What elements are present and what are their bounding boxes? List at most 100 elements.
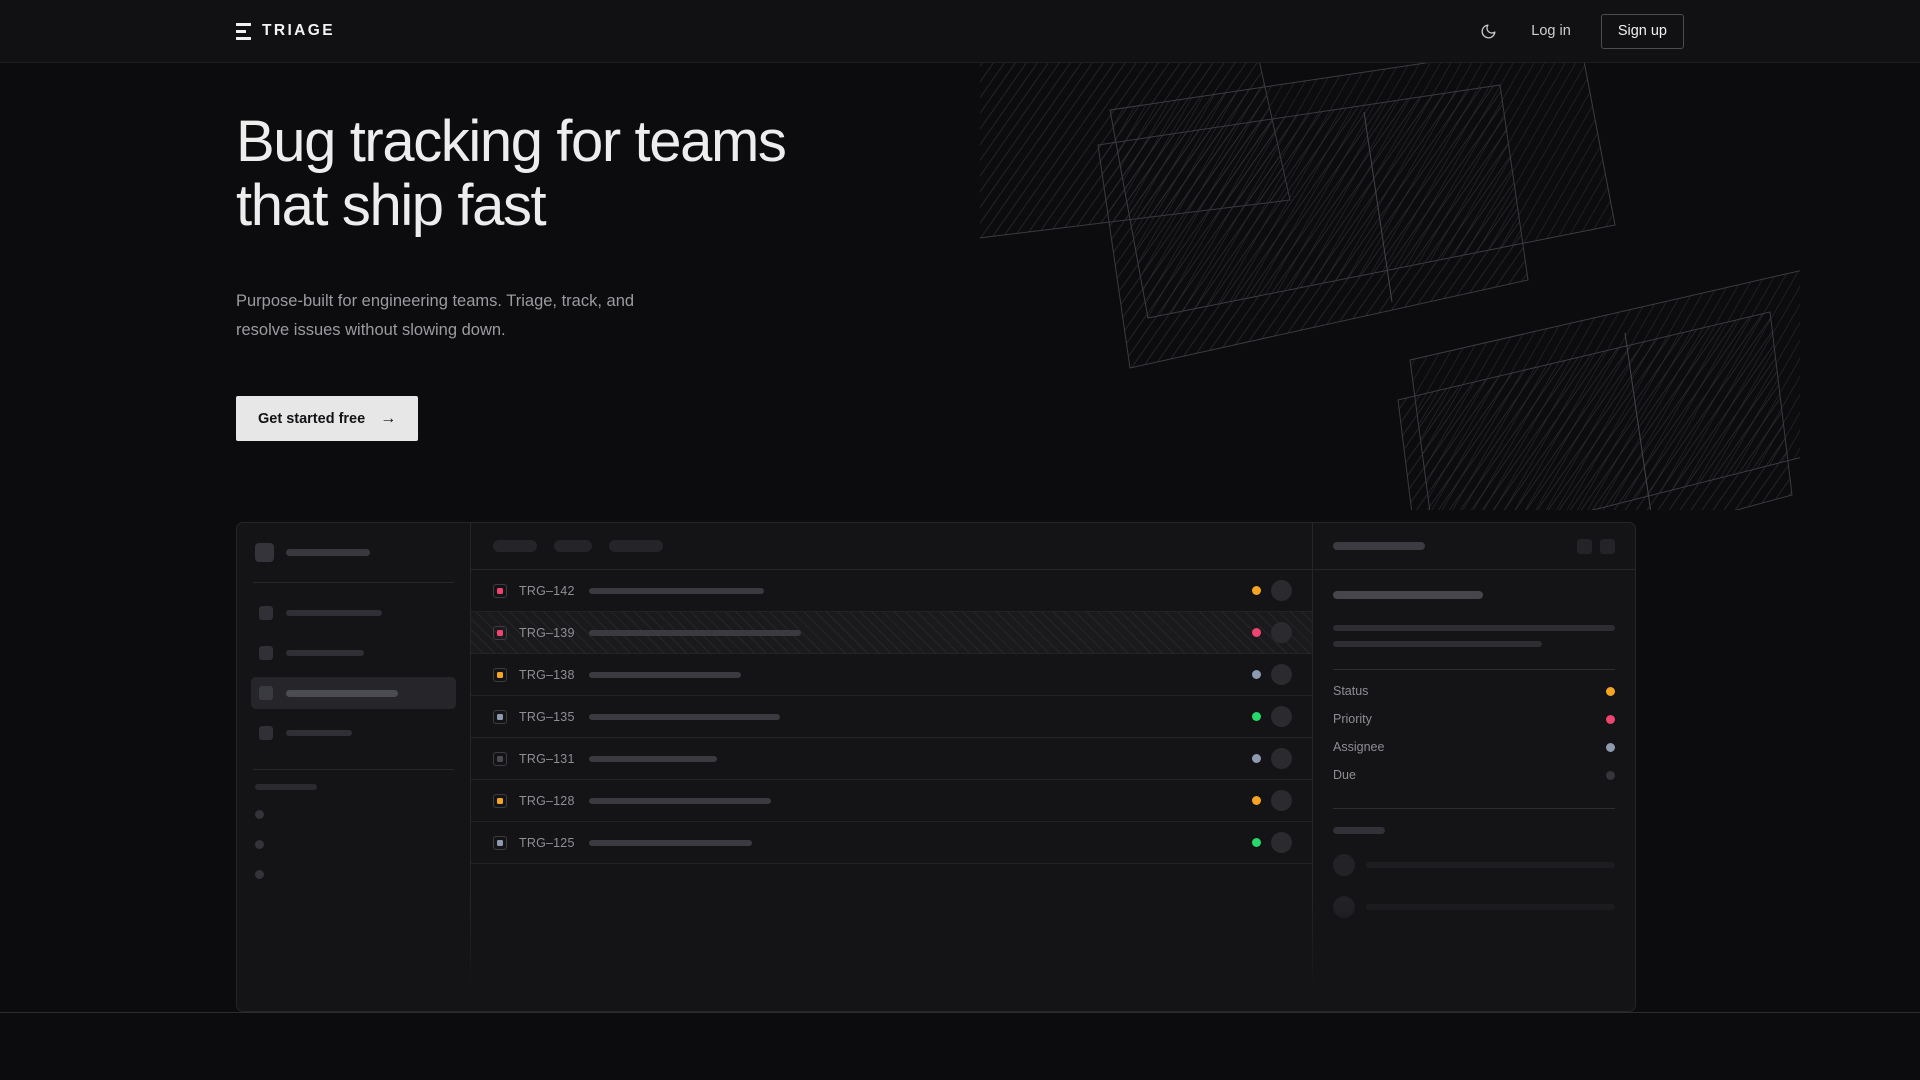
mock-sidebar xyxy=(237,523,471,1011)
row-meta xyxy=(1252,664,1312,685)
status-badge[interactable] xyxy=(1252,796,1261,805)
issue-title-placeholder xyxy=(589,587,764,594)
priority-badge[interactable] xyxy=(493,751,507,766)
sidebar-item-label-placeholder xyxy=(286,689,398,697)
row-meta xyxy=(1252,622,1312,643)
priority-badge[interactable] xyxy=(493,709,507,724)
status-badge[interactable] xyxy=(1252,670,1261,679)
issue-list-toolbar xyxy=(471,523,1312,570)
meta-value-dot xyxy=(1606,686,1615,696)
sidebar-nav-item-1[interactable] xyxy=(251,597,456,629)
table-row[interactable]: TRG–139 xyxy=(471,612,1312,654)
detail-meta-row-due[interactable]: Due xyxy=(1333,754,1615,782)
detail-issue-title-placeholder xyxy=(1333,591,1483,599)
issue-title-placeholder xyxy=(589,797,771,804)
login-link[interactable]: Log in xyxy=(1531,23,1571,39)
status-badge[interactable] xyxy=(1252,586,1261,595)
avatar[interactable] xyxy=(1271,790,1292,811)
detail-action-icon-2[interactable] xyxy=(1600,538,1615,554)
priority-badge[interactable] xyxy=(493,793,507,808)
detail-header xyxy=(1313,523,1635,570)
hero-subtitle: Purpose-built for engineering teams. Tri… xyxy=(236,292,635,339)
row-meta xyxy=(1252,832,1312,853)
toolbar-filter-chip-2[interactable] xyxy=(554,540,592,552)
issue-id: TRG–138 xyxy=(519,667,575,682)
sidebar-project-dots xyxy=(251,810,456,879)
sidebar-project-dot-3[interactable] xyxy=(255,870,264,879)
meta-value-dot xyxy=(1606,714,1615,724)
avatar[interactable] xyxy=(1271,664,1292,685)
detail-action-icon-1[interactable] xyxy=(1577,538,1592,554)
meta-value-dot xyxy=(1606,742,1615,752)
avatar[interactable] xyxy=(1271,706,1292,727)
toolbar-filter-chip-3[interactable] xyxy=(609,540,663,552)
issue-id: TRG–142 xyxy=(519,583,575,598)
status-badge[interactable] xyxy=(1252,754,1261,763)
detail-meta-row-status[interactable]: Status xyxy=(1333,670,1615,698)
workspace-switcher[interactable] xyxy=(251,537,456,562)
row-meta xyxy=(1252,580,1312,601)
sidebar-divider-top xyxy=(253,582,454,583)
get-started-button[interactable]: Get started free → xyxy=(236,396,419,441)
avatar[interactable] xyxy=(1271,622,1292,643)
sidebar-nav-item-3[interactable] xyxy=(251,677,456,709)
toolbar-filter-chip-1[interactable] xyxy=(493,540,537,552)
status-badge[interactable] xyxy=(1252,838,1261,847)
detail-divider-2 xyxy=(1333,808,1615,809)
sidebar-item-icon xyxy=(259,606,273,620)
moon-icon[interactable] xyxy=(1471,14,1505,48)
table-row[interactable]: TRG–128 xyxy=(471,780,1312,822)
sidebar-nav-item-2[interactable] xyxy=(251,637,456,669)
meta-label: Due xyxy=(1333,768,1356,782)
signup-button[interactable]: Sign up xyxy=(1600,13,1684,49)
meta-value-dot xyxy=(1606,770,1615,780)
sidebar-nav-item-4[interactable] xyxy=(251,717,456,749)
detail-meta-row-assignee[interactable]: Assignee xyxy=(1333,726,1615,754)
avatar[interactable] xyxy=(1271,580,1292,601)
table-row[interactable]: TRG–135 xyxy=(471,696,1312,738)
status-badge[interactable] xyxy=(1252,628,1261,637)
issue-id: TRG–139 xyxy=(519,625,575,640)
sidebar-item-icon xyxy=(259,646,273,660)
table-row[interactable]: TRG–142 xyxy=(471,570,1312,612)
table-row[interactable]: TRG–125 xyxy=(471,822,1312,864)
sidebar-item-label-placeholder xyxy=(286,610,382,616)
table-row[interactable]: TRG–131 xyxy=(471,738,1312,780)
sidebar-project-dot-1[interactable] xyxy=(255,810,264,819)
avatar[interactable] xyxy=(1271,832,1292,853)
priority-badge[interactable] xyxy=(493,835,507,850)
table-row[interactable]: TRG–138 xyxy=(471,654,1312,696)
sidebar-project-dot-2[interactable] xyxy=(255,840,264,849)
avatar xyxy=(1333,854,1355,876)
meta-label: Status xyxy=(1333,684,1369,698)
issue-title-placeholder xyxy=(589,671,741,678)
issue-title-placeholder xyxy=(589,839,752,846)
nav-actions: Log in Sign up xyxy=(1471,13,1684,49)
meta-label: Priority xyxy=(1333,712,1372,726)
detail-meta-row-priority[interactable]: Priority xyxy=(1333,698,1615,726)
avatar[interactable] xyxy=(1271,748,1292,769)
row-meta xyxy=(1252,790,1312,811)
page-bottom-divider xyxy=(0,1012,1920,1013)
status-badge[interactable] xyxy=(1252,712,1261,721)
issue-title-placeholder xyxy=(589,755,717,762)
detail-divider-1 xyxy=(1333,669,1615,670)
sidebar-item-icon xyxy=(259,686,273,700)
detail-description-line-1 xyxy=(1333,625,1615,631)
sidebar-divider-bottom xyxy=(253,769,454,770)
comment-text-placeholder xyxy=(1366,904,1615,910)
priority-badge[interactable] xyxy=(493,583,507,598)
priority-badge[interactable] xyxy=(493,625,507,640)
issue-id: TRG–131 xyxy=(519,751,575,766)
workspace-avatar xyxy=(255,543,274,562)
row-meta xyxy=(1252,748,1312,769)
brand-logo[interactable]: TRIAGE xyxy=(236,22,335,40)
sidebar-item-label-placeholder xyxy=(286,730,352,736)
priority-badge[interactable] xyxy=(493,667,507,682)
arrow-right-icon: → xyxy=(380,409,397,427)
list-item xyxy=(1333,854,1615,876)
comments-list xyxy=(1333,854,1615,918)
detail-header-actions xyxy=(1577,538,1615,554)
